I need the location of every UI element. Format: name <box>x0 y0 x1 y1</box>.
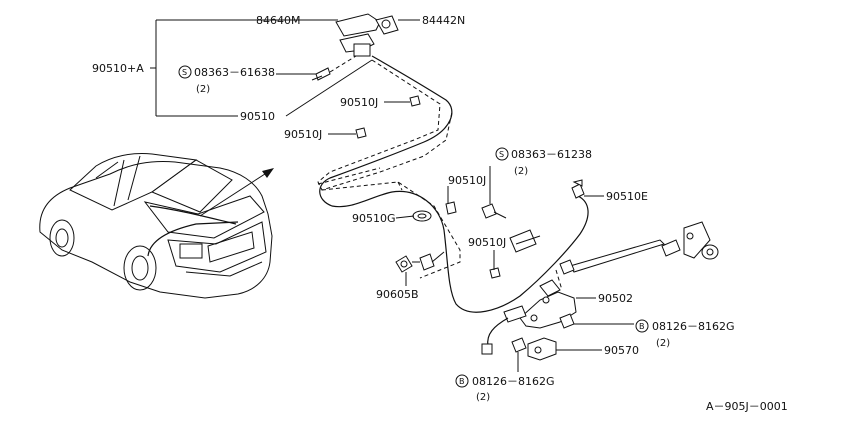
bolt-symbol-icon-2 <box>455 374 469 388</box>
label-90510: 90510 <box>240 110 275 123</box>
bolt-symbol-icon <box>635 319 649 333</box>
label-90510j-3: 90510J <box>448 174 486 187</box>
label-08363-61238: 08363－61238 <box>511 148 592 161</box>
cable-end-90605b <box>395 251 445 273</box>
label-90510j-2: 90510J <box>284 128 322 141</box>
clip-90510j-3 <box>445 201 457 215</box>
release-cable <box>319 55 589 313</box>
clip-90510e <box>571 179 585 199</box>
screw-upper <box>311 67 331 81</box>
car-illustration <box>39 153 274 299</box>
clip-90510j-4 <box>489 267 501 279</box>
qty-08126-8162g-1: (2) <box>656 338 670 349</box>
screw-middle <box>481 203 507 219</box>
label-90510e: 90510E <box>606 190 648 203</box>
qty-08363-61238: (2) <box>514 166 528 177</box>
clip-90510j-1 <box>409 95 421 107</box>
screw-symbol-icon-2 <box>495 147 509 161</box>
label-90510j-1: 90510J <box>340 96 378 109</box>
bolt-symbol-text: B <box>639 322 645 331</box>
cable-routing-outline <box>317 59 453 191</box>
label-90510g: 90510G <box>352 212 396 225</box>
part-labels: 84640M 84442N 90510+A S 08363－61638 (2) … <box>92 14 788 413</box>
label-08126-8162g-2: 08126－8162G <box>472 375 555 388</box>
bolt-symbol-text-2: B <box>459 377 465 386</box>
leader-lines <box>150 19 634 372</box>
label-08363-61638: 08363－61638 <box>194 66 275 79</box>
screw-symbol-icon <box>178 65 192 79</box>
cable-bracket <box>509 229 541 253</box>
label-08126-8162g-1: 08126－8162G <box>652 320 735 333</box>
bolt-lower <box>511 337 527 353</box>
striker-90570 <box>527 337 557 361</box>
lock-rod <box>569 239 665 273</box>
opener-lever <box>335 13 381 57</box>
qty-08363-61638: (2) <box>196 84 210 95</box>
label-90570: 90570 <box>604 344 639 357</box>
lever-cover <box>375 15 399 35</box>
label-90502: 90502 <box>598 292 633 305</box>
screw-symbol-text: S <box>182 68 187 77</box>
qty-08126-8162g-2: (2) <box>476 392 490 403</box>
clip-90510j-2 <box>355 127 367 139</box>
label-84640m: 84640M <box>256 14 300 27</box>
key-cylinder <box>661 221 719 260</box>
grommet-90510g <box>412 210 432 222</box>
label-90605b: 90605B <box>376 288 419 301</box>
diagram-code: A－905J－0001 <box>706 400 788 413</box>
screw-symbol-text-2: S <box>499 150 504 159</box>
label-90510-plus-a: 90510+A <box>92 62 144 75</box>
label-84442n: 84442N <box>422 14 465 27</box>
label-90510j-4: 90510J <box>468 236 506 249</box>
